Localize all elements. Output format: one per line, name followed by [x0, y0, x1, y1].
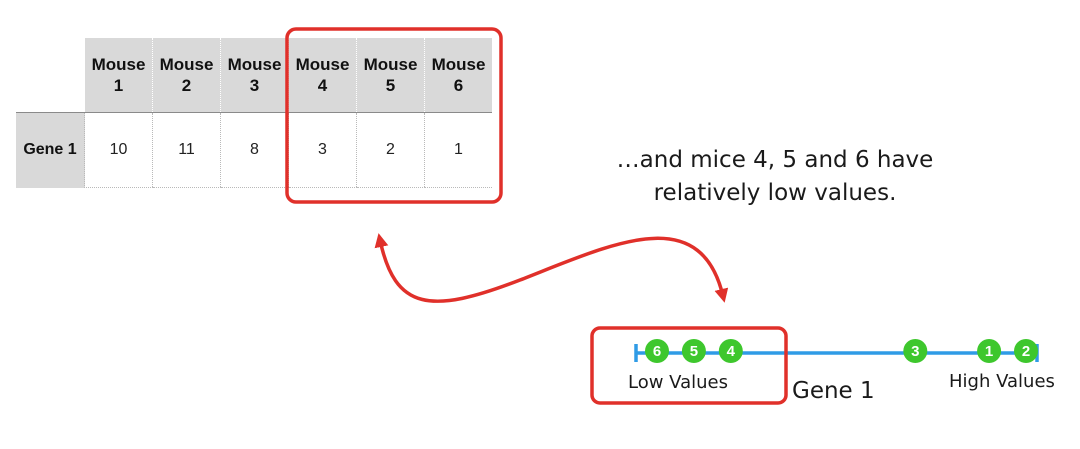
data-point-marker — [903, 339, 928, 363]
row-header-gene-1: Gene 1 — [16, 112, 85, 188]
table-cell: 3 — [288, 112, 357, 188]
data-point-mouse-3: 3 — [903, 339, 928, 363]
data-point-mouse-4: 4 — [718, 339, 743, 363]
data-point-label: 3 — [911, 343, 919, 360]
table-cell: 10 — [84, 112, 153, 188]
column-header-number: 2 — [181, 76, 192, 95]
table-row: Gene 1 10 11 8 3 2 1 — [16, 112, 492, 188]
column-header-number: 6 — [453, 76, 464, 95]
column-header-mouse-3: Mouse 3 — [220, 38, 289, 113]
table-header-row: Mouse 1 Mouse 2 Mouse 3 Mouse 4 Mouse 5 … — [16, 38, 492, 113]
slide-caption: …and mice 4, 5 and 6 have relatively low… — [560, 144, 990, 210]
column-header-text: Mouse — [431, 55, 486, 74]
data-point-label: 2 — [1022, 343, 1030, 360]
column-header-number: 4 — [317, 76, 328, 95]
data-point-mouse-5: 5 — [681, 339, 706, 363]
data-point-marker — [1014, 339, 1038, 363]
column-header-text: Mouse — [91, 55, 146, 74]
number-line: 6 5 4 3 1 2 — [634, 339, 1039, 363]
column-header-mouse-5: Mouse 5 — [356, 38, 425, 113]
data-point-mouse-6: 6 — [645, 339, 669, 363]
column-header-text: Mouse — [227, 55, 282, 74]
data-point-mouse-1: 1 — [977, 339, 1002, 363]
axis-title: Gene 1 — [792, 378, 875, 404]
table-cell: 8 — [220, 112, 289, 188]
table-cell: 2 — [356, 112, 425, 188]
column-header-text: Mouse — [363, 55, 418, 74]
column-header-mouse-6: Mouse 6 — [424, 38, 492, 113]
data-point-mouse-2: 2 — [1014, 339, 1038, 363]
caption-line-2: relatively low values. — [653, 180, 897, 206]
table-corner — [16, 38, 85, 113]
column-header-text: Mouse — [159, 55, 214, 74]
curved-arrow — [374, 233, 729, 303]
column-header-number: 1 — [113, 76, 124, 95]
column-header-text: Mouse — [295, 55, 350, 74]
data-point-marker — [645, 339, 669, 363]
data-point-marker — [681, 339, 706, 363]
data-point-marker — [977, 339, 1002, 363]
data-point-label: 1 — [985, 343, 993, 360]
points-layer: 6 5 4 3 1 2 — [645, 339, 1038, 363]
data-point-label: 5 — [690, 343, 698, 360]
data-point-label: 4 — [727, 343, 736, 360]
column-header-number: 3 — [249, 76, 260, 95]
column-header-mouse-4: Mouse 4 — [288, 38, 357, 113]
high-values-label: High Values — [949, 371, 1055, 392]
data-point-label: 6 — [653, 343, 661, 360]
data-point-marker — [718, 339, 743, 363]
table-cell: 1 — [424, 112, 492, 188]
column-header-mouse-2: Mouse 2 — [152, 38, 221, 113]
caption-line-1: …and mice 4, 5 and 6 have — [616, 147, 934, 173]
table-cell: 11 — [152, 112, 221, 188]
low-values-label: Low Values — [628, 372, 728, 393]
column-header-number: 5 — [385, 76, 396, 95]
gene-data-table: Mouse 1 Mouse 2 Mouse 3 Mouse 4 Mouse 5 … — [16, 38, 492, 188]
column-header-mouse-1: Mouse 1 — [84, 38, 153, 113]
